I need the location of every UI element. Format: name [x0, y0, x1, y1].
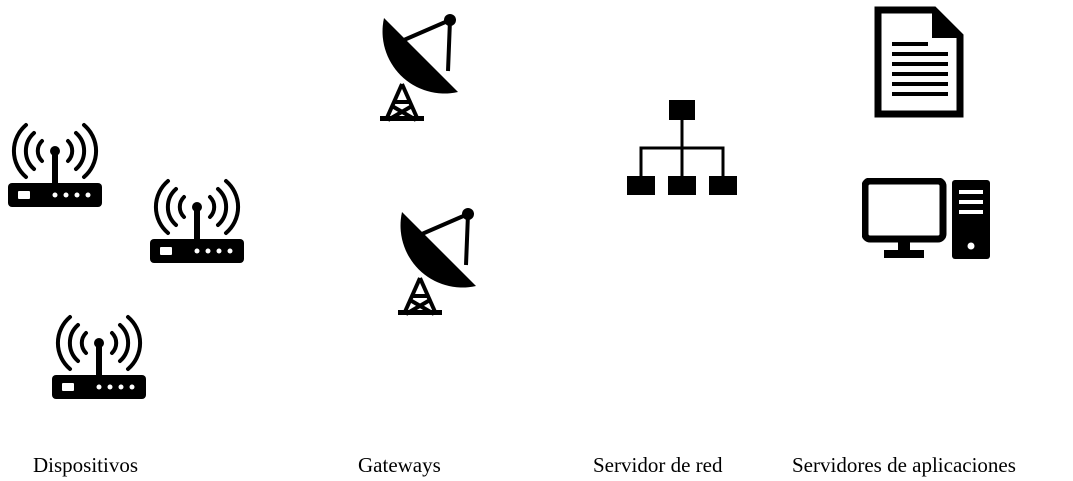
devices-label: Dispositivos [33, 453, 139, 477]
satellite-dish-icon [396, 206, 478, 317]
application-servers-label: Servidores de aplicaciones [792, 453, 1016, 477]
document-icon [874, 6, 964, 118]
wireless-router-icon [8, 123, 104, 209]
network-hierarchy-icon [627, 100, 737, 195]
satellite-dish-icon [378, 12, 460, 123]
desktop-computer-icon [862, 178, 990, 259]
gateways-label: Gateways [358, 453, 441, 477]
wireless-router-icon [150, 179, 246, 265]
wireless-router-icon [52, 315, 148, 401]
network-server-label: Servidor de red [593, 453, 723, 477]
